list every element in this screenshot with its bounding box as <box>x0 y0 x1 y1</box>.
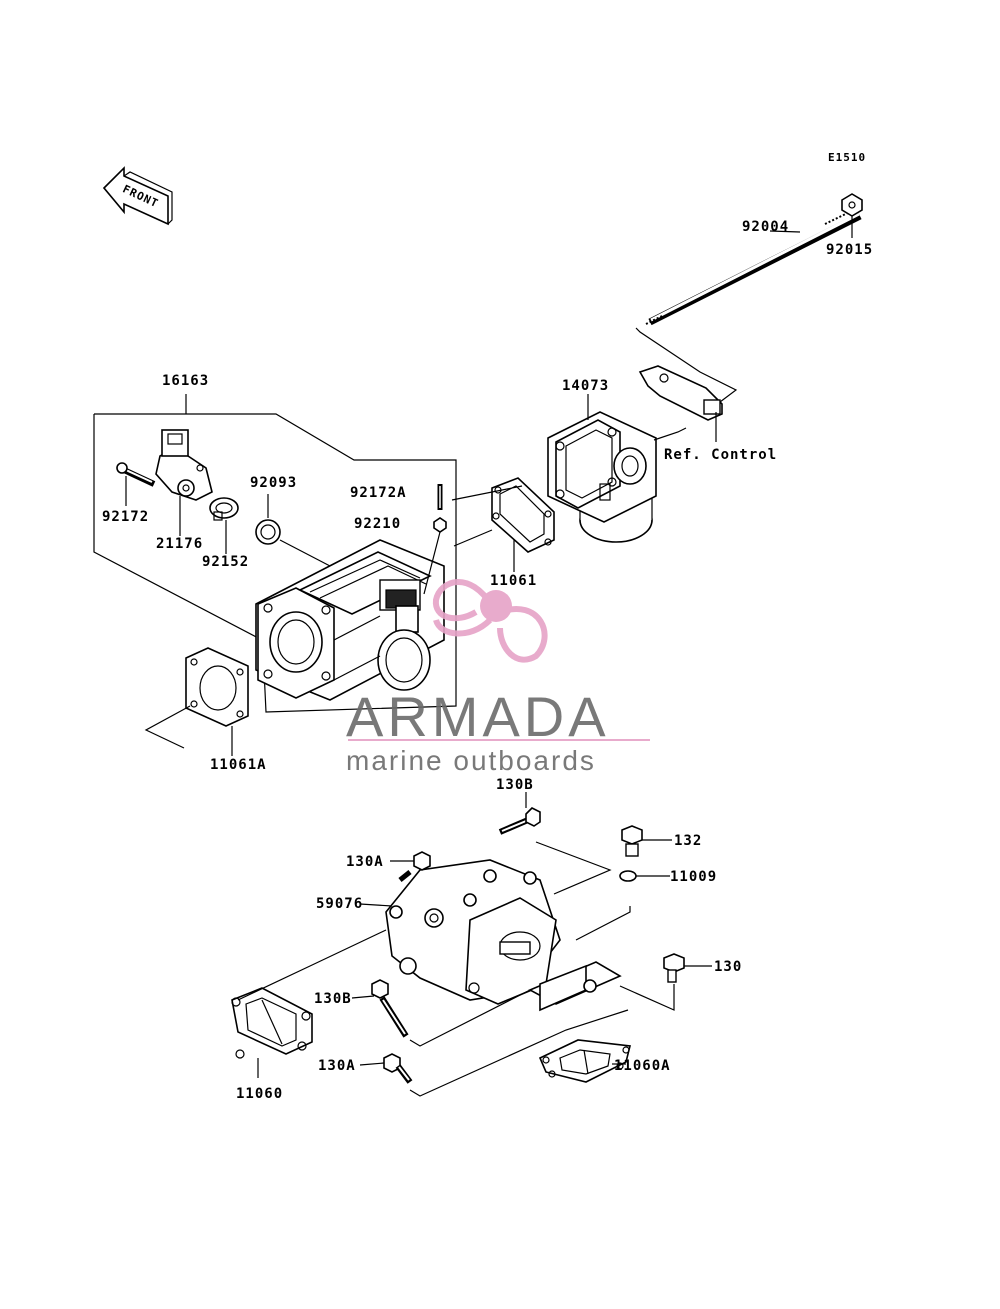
intake-manifold-59076 <box>385 859 622 1012</box>
screw-92172 <box>116 462 156 487</box>
clip-92152 <box>209 497 239 521</box>
label-92093: 92093 <box>250 475 297 491</box>
label-16163: 16163 <box>162 373 209 389</box>
o-ring-92093 <box>255 519 281 545</box>
watermark-brand: ARMADA <box>346 685 610 748</box>
stud-bolt-92004 <box>645 207 862 326</box>
gasket-11061A <box>185 647 249 727</box>
armada-logo: ARMADA marine outboards <box>346 579 650 776</box>
label-130A-lower: 130A <box>318 1058 356 1074</box>
label-59076: 59076 <box>316 896 363 912</box>
label-11060A: 11060A <box>614 1058 671 1074</box>
control-bracket <box>638 365 723 421</box>
label-92172A: 92172A <box>350 485 407 501</box>
label-92004: 92004 <box>742 219 789 235</box>
bolt-130B-top <box>498 807 541 835</box>
label-21176: 21176 <box>156 536 203 552</box>
nut-92210 <box>433 517 447 533</box>
throttle-position-sensor <box>155 429 213 501</box>
bolt-130A-lower <box>383 1053 413 1084</box>
label-92210: 92210 <box>354 516 401 532</box>
label-11060: 11060 <box>236 1086 283 1102</box>
bolt-130-right <box>663 953 685 983</box>
label-11061: 11061 <box>490 573 537 589</box>
label-132: 132 <box>674 833 702 849</box>
housing-14073 <box>547 411 657 543</box>
label-130A-top: 130A <box>346 854 384 870</box>
label-14073: 14073 <box>562 378 609 394</box>
watermark-tagline: marine outboards <box>346 745 596 776</box>
washer-11009 <box>619 870 637 882</box>
label-92172: 92172 <box>102 509 149 525</box>
label-11009: 11009 <box>670 869 717 885</box>
gasket-11061 <box>491 477 555 553</box>
bolt-130B-lower <box>371 979 409 1038</box>
gasket-11060A <box>538 1039 631 1083</box>
gasket-11060 <box>231 987 313 1059</box>
label-130B-lower: 130B <box>314 991 352 1007</box>
label-130B-top: 130B <box>496 777 534 793</box>
front-arrow-icon: FRONT <box>102 166 173 226</box>
bolt-130A-top <box>398 851 431 882</box>
diagram-code: E1510 <box>828 151 866 164</box>
propeller-icon <box>432 579 548 663</box>
label-92015: 92015 <box>826 242 873 258</box>
label-ref-control: Ref. Control <box>664 447 777 463</box>
throttle-body-16163 <box>255 539 445 701</box>
label-130: 130 <box>714 959 742 975</box>
nut-92015 <box>841 193 863 217</box>
bolt-132 <box>621 825 643 857</box>
label-11061A: 11061A <box>210 757 267 773</box>
label-92152: 92152 <box>202 554 249 570</box>
